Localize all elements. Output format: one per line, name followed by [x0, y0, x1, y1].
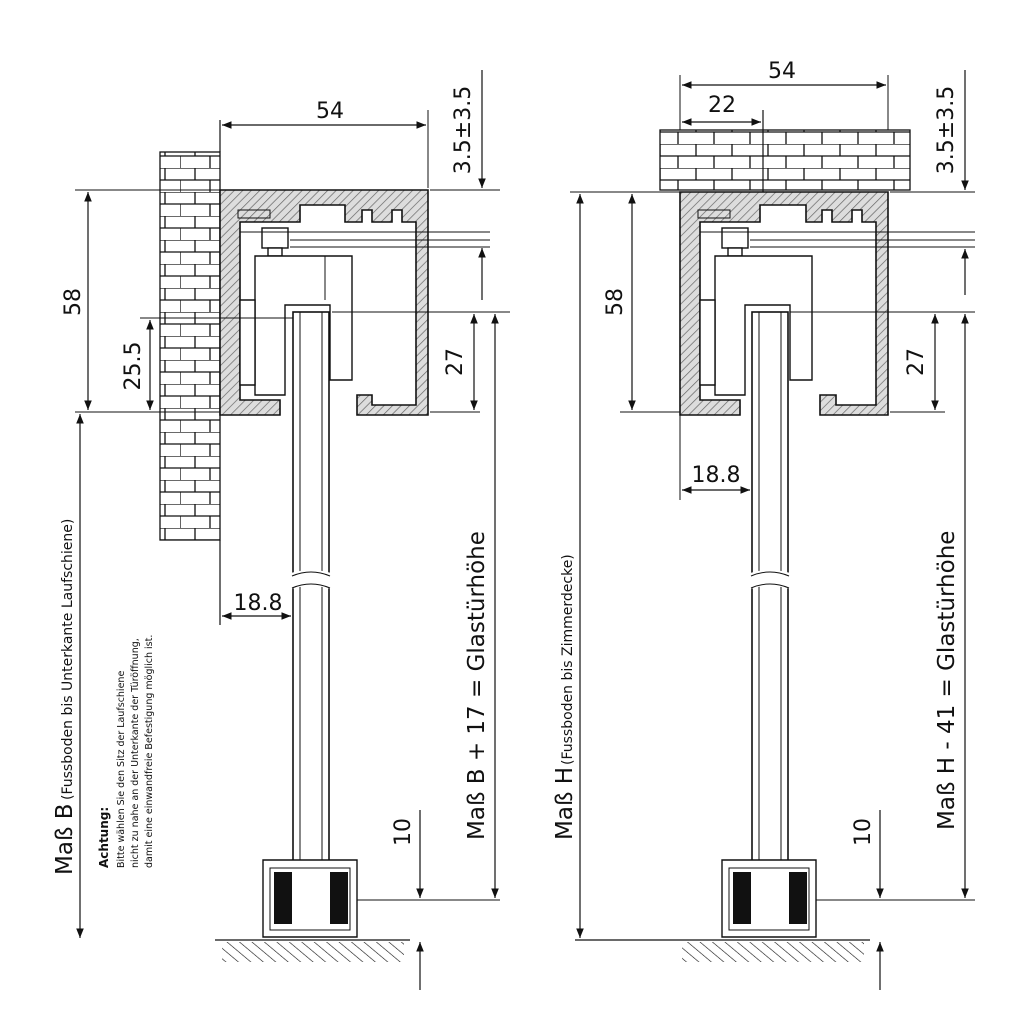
- left-label-sub: (Fussboden bis Unterkante Laufschiene): [60, 519, 76, 800]
- brick-wall: [159, 151, 221, 541]
- left-dim-glass-top: 27: [443, 348, 468, 376]
- right-dim-glass-gap: 18.8: [692, 463, 741, 488]
- right-formula: Maß H - 41 = Glastürhöhe: [934, 531, 960, 830]
- left-formula: Maß B + 17 = Glastürhöhe: [464, 531, 490, 840]
- right-dim-offset: 3.5±3.5: [934, 86, 959, 174]
- floor-hatch: [222, 942, 404, 962]
- left-dim-width: 54: [316, 99, 344, 124]
- brick-ceiling: [659, 129, 911, 191]
- right-dim-inner: 22: [708, 93, 736, 118]
- note-line-2: nicht zu nahe an der Unterkante der Türö…: [130, 638, 141, 868]
- right-trolley-body: [714, 255, 813, 396]
- right-dim-width: 54: [768, 59, 796, 84]
- left-dim-offset: 3.5±3.5: [451, 86, 476, 174]
- left-dim-glass-gap: 18.8: [234, 591, 283, 616]
- glass-pane: [292, 311, 330, 873]
- left-drawing: 54 3.5±3.5 58 25.5 27 18.8 10 Maß B (Fus…: [52, 70, 510, 990]
- left-dim-floor-gap: 10: [391, 818, 416, 846]
- right-dim-glass-top: 27: [904, 348, 929, 376]
- trolley-bolt: [261, 227, 289, 249]
- note-line-3: damit eine einwandfreie Befestigung mögl…: [144, 635, 155, 868]
- right-dim-height: 58: [603, 288, 628, 316]
- right-floor-hatch: [682, 942, 864, 962]
- note-title: Achtung:: [97, 807, 111, 868]
- left-label-main: Maß B: [52, 803, 78, 875]
- note-line-1: Bitte wählen Sie den Sitz der Laufschien…: [116, 671, 127, 868]
- right-glass-pane: [751, 311, 789, 873]
- right-trolley-bolt: [721, 227, 749, 249]
- left-dim-wall-offset: 25.5: [121, 342, 146, 391]
- left-dim-height: 58: [61, 288, 86, 316]
- right-label-main: Maß H: [552, 767, 578, 840]
- right-label-sub: (Fussboden bis Zimmerdecke): [560, 554, 576, 765]
- trolley-body: [254, 255, 353, 396]
- right-drawing: 54 22 3.5±3.5 58 27 18.8 10 Maß H (Fussb…: [552, 59, 975, 990]
- right-dim-floor-gap: 10: [851, 818, 876, 846]
